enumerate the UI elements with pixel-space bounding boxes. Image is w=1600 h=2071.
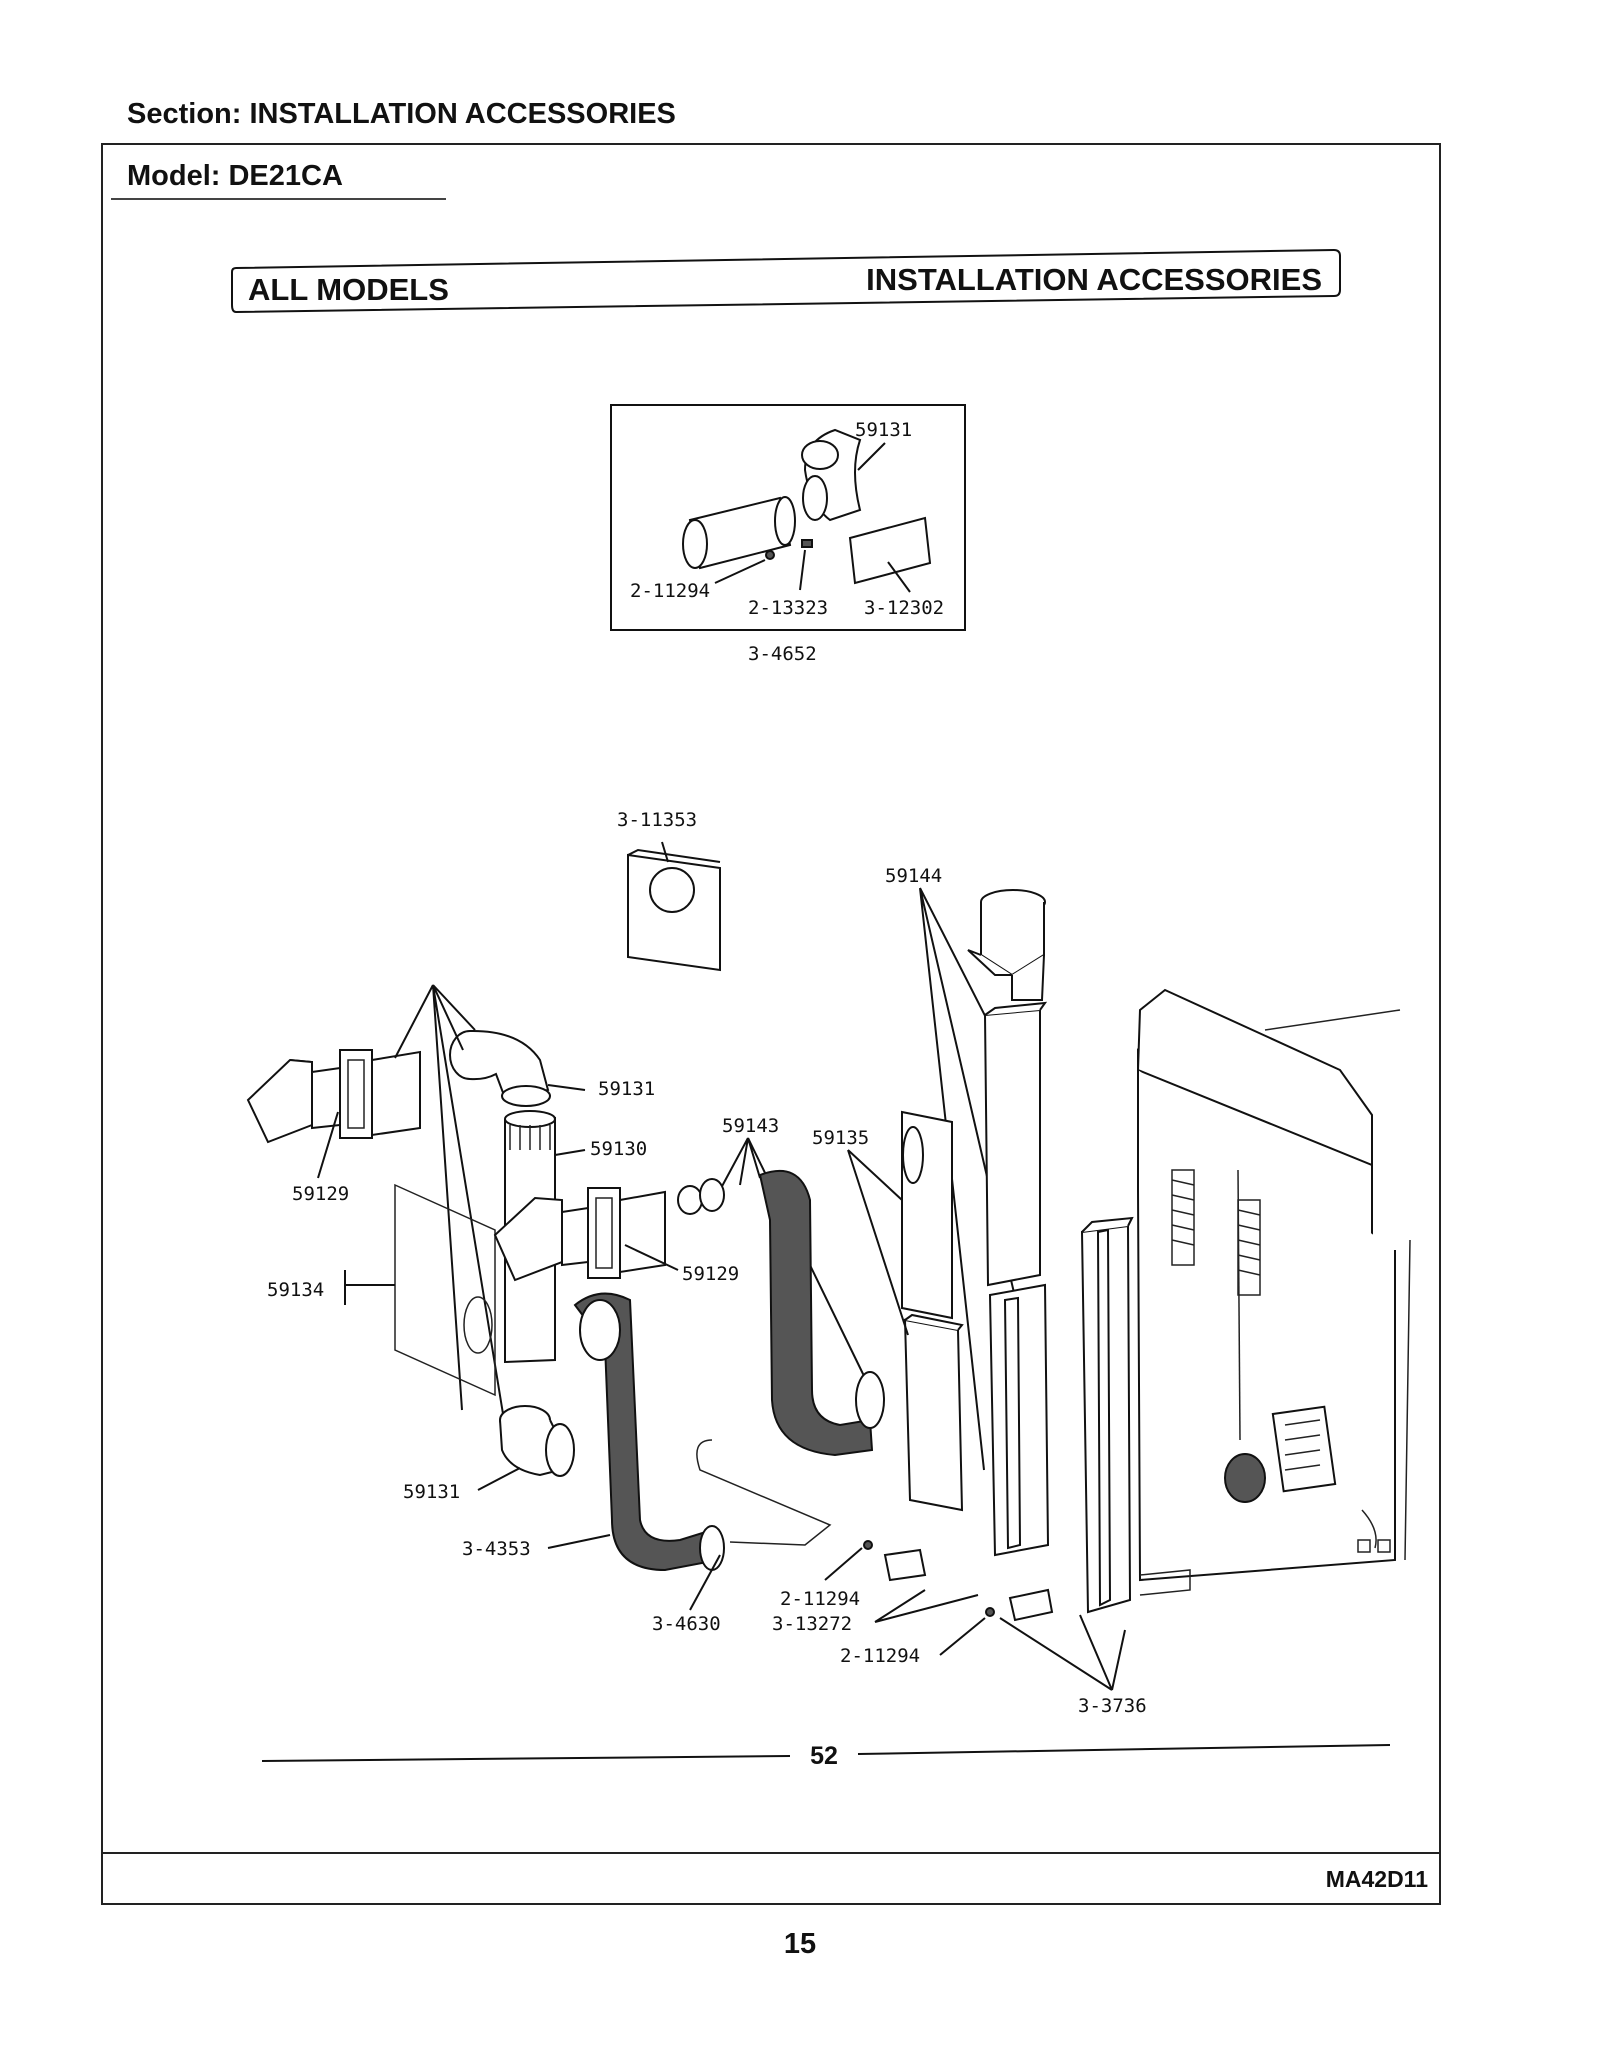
label-59143: 59143 [722,1115,779,1137]
banner: ALL MODELS INSTALLATION ACCESSORIES [231,248,1341,314]
label-59130: 59130 [590,1138,647,1160]
kit-inset: 59131 2-11294 2-13323 3-12302 3-4652 [610,404,966,665]
clip-icon [801,539,813,548]
footer-rule [101,1852,1441,1854]
bracket-icon [863,1540,1054,1622]
label-59129-left: 59129 [292,1183,349,1205]
elbow-icon [801,428,862,522]
label-59129-mid: 59129 [682,1263,739,1285]
screw-icon [765,550,775,560]
label-3-4630: 3-4630 [652,1613,721,1635]
main-view: 3-11353 59144 [246,809,1411,1717]
wall-box-icon [901,1110,964,1512]
pipe-icon [682,496,796,570]
page-number: 15 [783,1928,817,1960]
label-59144: 59144 [885,865,942,887]
label-3-12302-kit: 3-12302 [864,597,944,619]
vent-hood-icon [246,1049,421,1144]
banner-right-text: INSTALLATION ACCESSORIES [866,262,1322,297]
page-frame [101,143,1441,1905]
label-3-13272: 3-13272 [772,1613,852,1635]
label-3-3736: 3-3736 [1078,1695,1147,1717]
diagram-page-number: 52 [810,1742,838,1770]
wall-plate-icon [627,841,721,972]
label-59134: 59134 [267,1279,324,1301]
document-code: MA42D11 [1325,1866,1428,1892]
vent-hood-icon [493,1187,666,1282]
diagram-page-rule: 52 [261,1742,1391,1770]
label-3-11353: 3-11353 [617,809,697,831]
wall-plate-outline [394,1183,496,1397]
label-2-13323-kit: 2-13323 [748,597,828,619]
label-59131-bottom: 59131 [403,1481,460,1503]
label-59131-kit: 59131 [855,419,912,441]
elbow-icon [499,1405,575,1477]
label-59135: 59135 [812,1127,869,1149]
plate-icon [848,516,932,585]
label-3-4353: 3-4353 [462,1538,531,1560]
kit-number: 3-4652 [748,643,817,665]
section-title: Section: INSTALLATION ACCESSORIES [127,98,676,130]
elbow-icon [449,1029,551,1107]
label-2-11294-b: 2-11294 [840,1645,920,1667]
label-59131-top: 59131 [598,1078,655,1100]
label-2-11294-a: 2-11294 [780,1588,860,1610]
transition-duct-icon [967,889,1046,1001]
dryer-cabinet-icon [1136,988,1411,1582]
label-2-11294-kit: 2-11294 [630,580,710,602]
model-underline [111,198,446,200]
banner-left-text: ALL MODELS [248,272,449,307]
rect-duct-icon [983,1001,1134,1614]
model-label: Model: DE21CA [127,160,343,192]
